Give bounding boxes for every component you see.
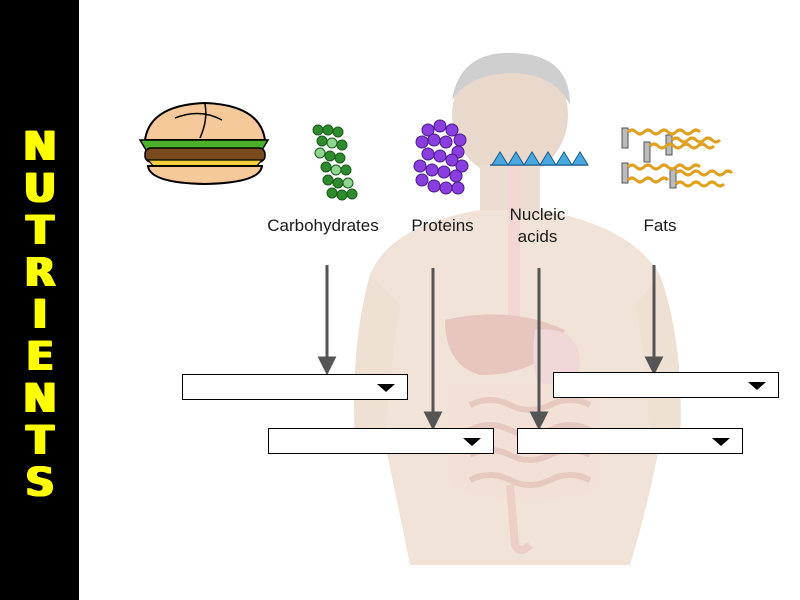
sidebar: N U T R I E N T S [0, 0, 79, 600]
human-digestive-system-illustration [354, 52, 681, 565]
title-letter: N [22, 376, 57, 422]
dropdown-fats[interactable] [553, 372, 779, 398]
label-nucleic-acids: Nucleic acids [495, 204, 580, 248]
chevron-down-icon[interactable] [712, 438, 730, 446]
arrow-head [423, 411, 443, 431]
hamburger-icon [138, 101, 270, 186]
dropdown-proteins[interactable] [268, 428, 494, 454]
arrow-head [529, 411, 549, 431]
flow-arrows [317, 265, 664, 431]
fat-molecule-icon [621, 127, 734, 189]
label-fats: Fats [643, 216, 677, 235]
arrow-head [644, 356, 664, 376]
chevron-down-icon[interactable] [463, 438, 481, 446]
nucleic-acid-molecule-icon [490, 151, 589, 166]
carbohydrate-molecule-icon [312, 124, 358, 201]
label-nucleic-line1: Nucleic [509, 205, 566, 224]
label-carbohydrates: Carbohydrates [267, 216, 379, 235]
label-proteins: Proteins [411, 216, 474, 235]
title-letter: S [25, 460, 54, 506]
title-letter: T [25, 208, 54, 254]
arrow-head [317, 356, 337, 376]
chevron-down-icon[interactable] [377, 384, 395, 392]
title-letter: E [25, 334, 54, 380]
title-letter: U [23, 166, 56, 212]
title-letter: I [32, 292, 47, 338]
protein-molecule-icon [413, 119, 469, 195]
title-letter: T [25, 418, 54, 464]
title-letter: N [22, 124, 57, 170]
title-letter: R [24, 250, 55, 296]
dropdown-carbohydrates[interactable] [182, 374, 408, 400]
chevron-down-icon[interactable] [748, 382, 766, 390]
vertical-title: N U T R I E N T S [0, 126, 79, 504]
label-nucleic-line2: acids [517, 227, 558, 246]
dropdown-nucleic-acids[interactable] [517, 428, 743, 454]
